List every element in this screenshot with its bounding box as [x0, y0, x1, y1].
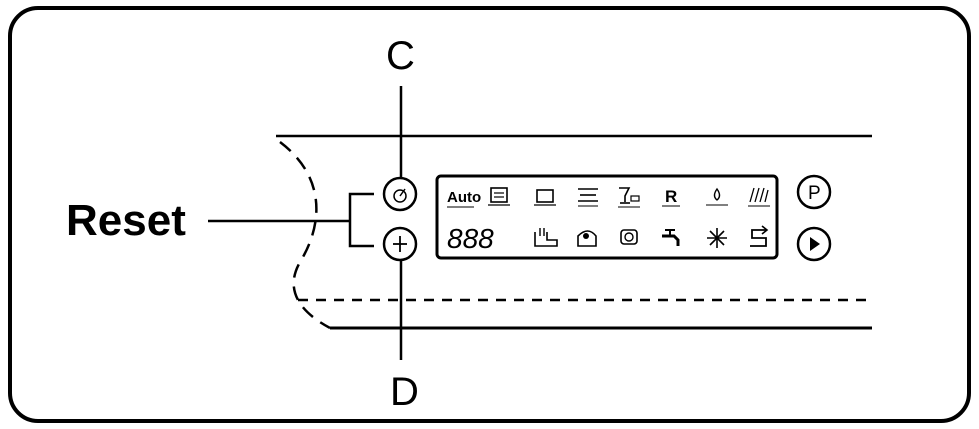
power-timer-icon [393, 188, 407, 203]
pot-pan-icon [577, 230, 597, 247]
tablet-icon [620, 229, 638, 245]
delicate-icon [534, 228, 558, 247]
eco-dish-icon [578, 188, 598, 207]
svg-text:R: R [665, 187, 677, 206]
reset-bracket [348, 192, 374, 248]
lcd-frame [435, 174, 779, 260]
plus-icon [393, 236, 407, 252]
p-program-icon: P [808, 183, 821, 204]
lcd-display: Auto [435, 174, 779, 260]
water-tap-icon [662, 229, 680, 246]
rinse-aid-icon [706, 187, 728, 206]
label-c: C [386, 34, 415, 78]
glass-icon [618, 187, 640, 208]
rinse-icon: R [662, 187, 680, 207]
intensive-pot-icon [488, 187, 510, 206]
start-button[interactable] [796, 226, 832, 262]
label-d: D [390, 370, 419, 414]
half-load-icon [748, 187, 770, 207]
auto-program-icon: Auto [447, 189, 481, 208]
auto-label: Auto [447, 189, 481, 206]
power-timer-button[interactable] [382, 176, 418, 212]
digit-display: 888 [447, 223, 494, 254]
program-button[interactable]: P [796, 174, 832, 210]
plus-button[interactable] [382, 226, 418, 262]
loop-arrow-icon [750, 225, 769, 247]
play-icon [810, 237, 820, 251]
normal-dish-icon [534, 189, 556, 206]
salt-star-icon [707, 228, 727, 248]
outer-frame [8, 6, 971, 423]
reset-label: Reset [66, 196, 186, 245]
panel-curved-edge [279, 141, 331, 330]
